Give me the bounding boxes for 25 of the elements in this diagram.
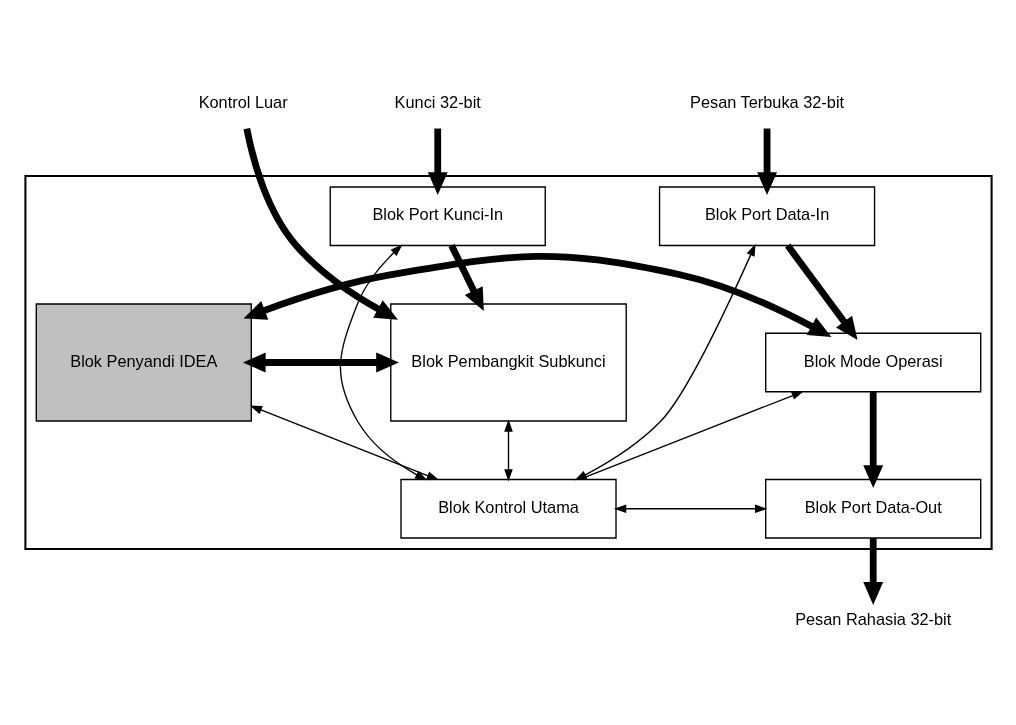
arrow [242, 253, 831, 338]
arrow [427, 128, 448, 196]
arrow [448, 244, 484, 312]
arrow [574, 243, 756, 481]
arrow [862, 391, 883, 488]
arrow [613, 504, 767, 514]
node-box: Blok Pembangkit Subkunci [389, 303, 627, 422]
node-box: Blok Kontrol Utama [399, 478, 617, 539]
node-box: Blok Mode Operasi [764, 332, 981, 393]
node-text: Kunci 32-bit [394, 93, 481, 112]
node-box: Blok Port Data-Out [764, 478, 981, 539]
node-box: Blok Penyandi IDEA [35, 303, 252, 422]
arrow [784, 243, 858, 340]
arrow [243, 128, 398, 320]
cluster [23, 175, 993, 550]
arrow [242, 352, 399, 373]
arrow [503, 419, 513, 482]
node-text: Pesan Terbuka 32-bit [689, 93, 844, 112]
node-text: Kontrol Luar [198, 93, 288, 112]
arrow [249, 405, 439, 481]
node-text: Pesan Rahasia 32-bit [794, 610, 951, 629]
node-box: Blok Port Data-In [658, 186, 875, 247]
arrow [339, 244, 427, 481]
arrow [756, 128, 777, 196]
node-box: Blok Port Kunci-In [329, 186, 546, 247]
